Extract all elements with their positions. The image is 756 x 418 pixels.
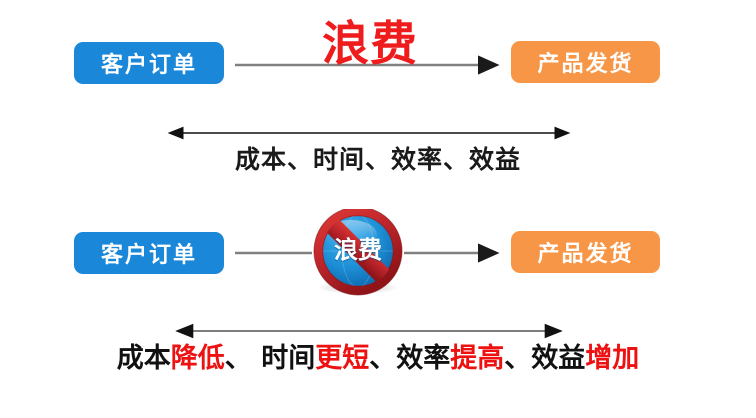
caption-segment-6: 、	[369, 343, 397, 374]
caption-segment-0: 成本	[116, 343, 171, 374]
box-product-shipment-bottom[interactable]: 产品发货	[511, 231, 660, 273]
caption-segment-3	[252, 343, 261, 374]
box-product-shipment-top[interactable]: 产品发货	[511, 41, 660, 83]
no-entry-prohibition-icon	[313, 209, 403, 296]
waste-label-top: 浪费	[322, 17, 418, 72]
caption-top: 成本、时间、效率、效益	[234, 145, 521, 174]
caption-segment-5: 更短	[315, 343, 370, 374]
caption-segment-1: 降低	[170, 343, 225, 374]
caption-bottom: 成本降低、 时间更短、效率提高、效益增加	[0, 336, 756, 375]
caption-segment-11: 增加	[585, 343, 640, 374]
caption-segment-2: 、	[224, 343, 252, 374]
caption-segment-10: 效益	[531, 343, 586, 374]
box-customer-order-bottom[interactable]: 客户订单	[74, 232, 224, 274]
caption-segment-4: 时间	[261, 343, 316, 374]
caption-segment-9: 、	[504, 343, 532, 374]
caption-segment-7: 效率	[396, 343, 451, 374]
box-customer-order-top[interactable]: 客户订单	[74, 42, 224, 84]
caption-segment-8: 提高	[450, 343, 505, 374]
no-waste-prohibition-badge[interactable]: 浪费	[313, 209, 403, 299]
badge-waste-label: 浪费	[334, 236, 382, 264]
